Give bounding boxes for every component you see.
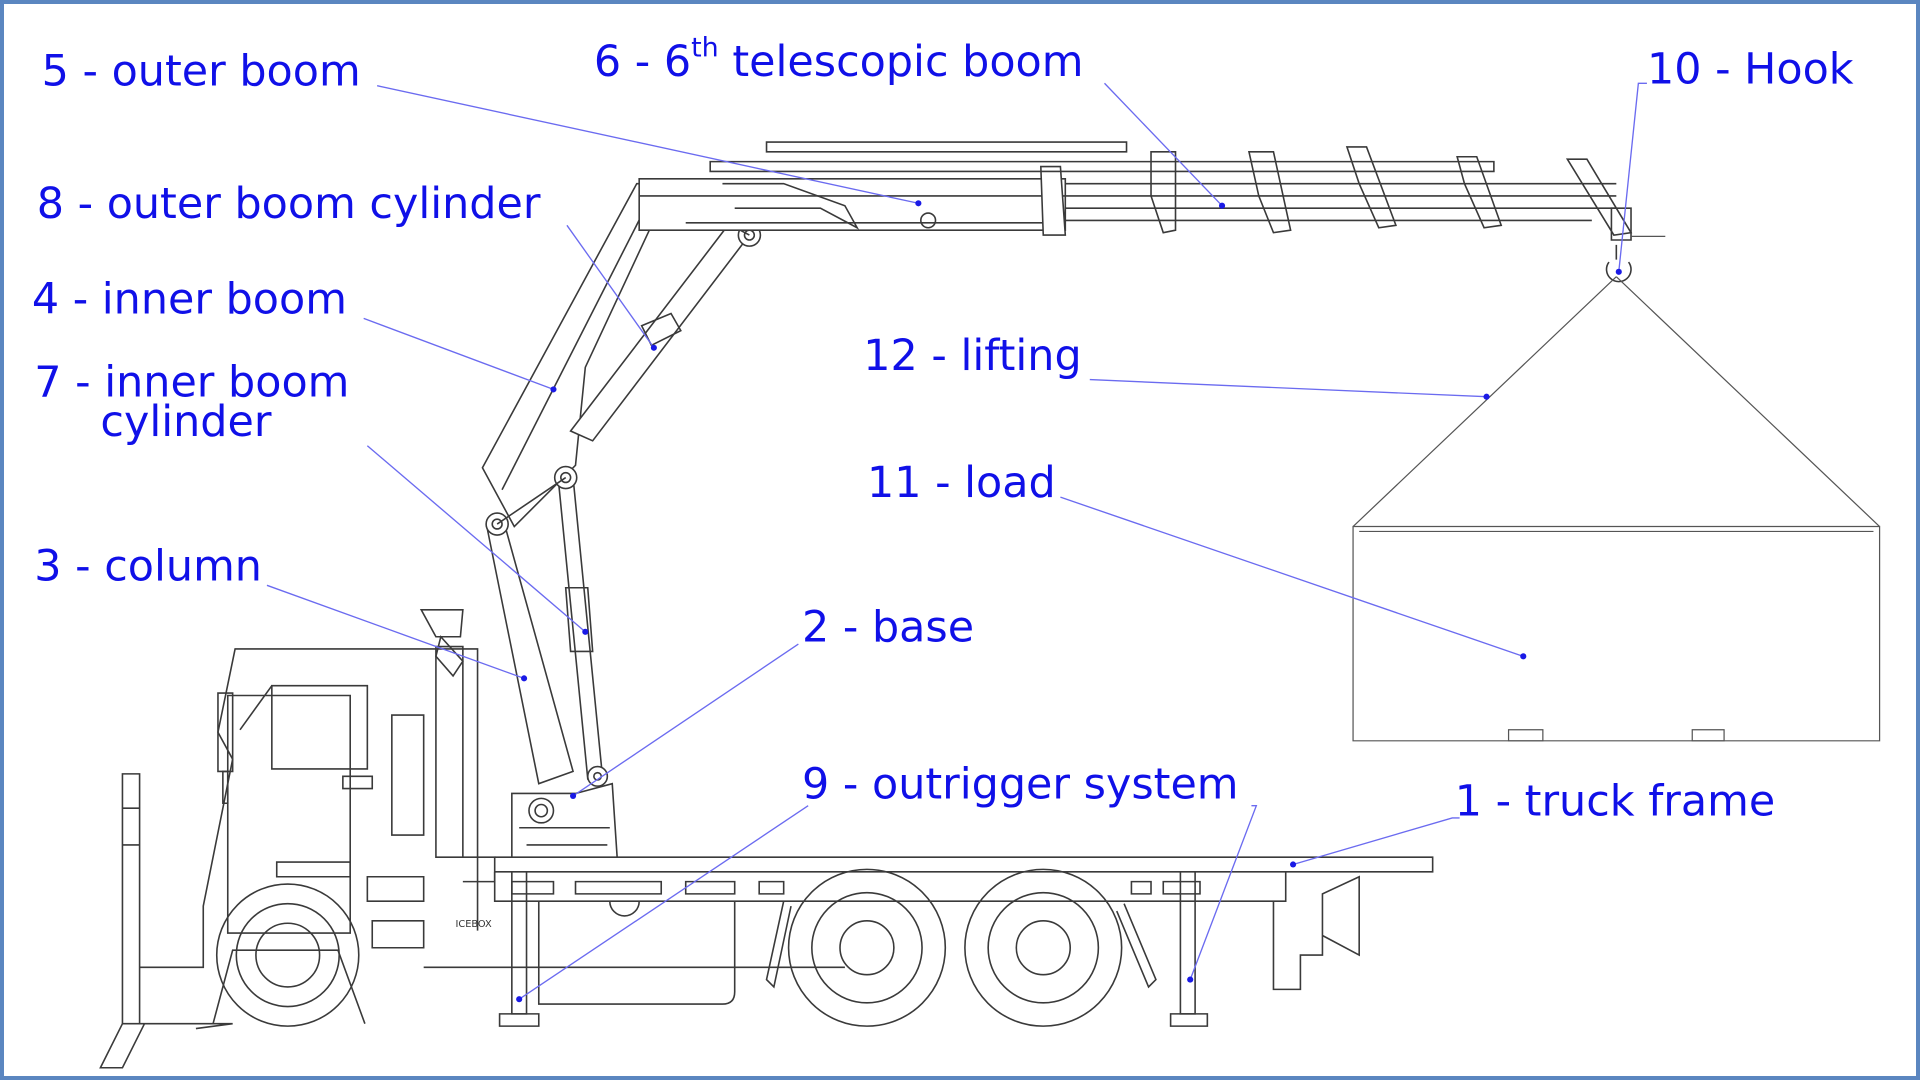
label-telescopic-boom-sup: th <box>691 32 719 63</box>
column <box>486 523 575 785</box>
label-telescopic-boom: 6 - 6th telescopic boom <box>594 32 1084 87</box>
label-column: 3 - column <box>34 541 262 591</box>
label-outrigger-system: 9 - outrigger system <box>802 759 1239 809</box>
inner-boom <box>481 182 673 528</box>
crane-drawing <box>481 141 1881 787</box>
label-outer-boom-cylinder: 8 - outer boom cylinder <box>37 179 541 229</box>
label-outer-boom: 5 - outer boom <box>42 47 361 97</box>
label-base: 2 - base <box>802 603 974 653</box>
truck-drawing: ICEBOX <box>99 609 1434 1069</box>
label-inner-boom-cylinder-line2: cylinder <box>100 397 271 447</box>
lifting-slings <box>1352 276 1881 527</box>
label-load: 11 - load <box>867 458 1056 508</box>
cab-window <box>271 684 369 770</box>
front-wheel <box>215 883 360 1027</box>
label-telescopic-boom-suffix: telescopic boom <box>719 37 1084 87</box>
rear-wheel-2 <box>964 868 1123 1027</box>
label-telescopic-boom-prefix: 6 - 6 <box>594 37 691 87</box>
label-hook: 10 - Hook <box>1647 44 1854 94</box>
load <box>1352 525 1881 742</box>
exhaust-stack <box>435 645 464 858</box>
crane-base <box>511 782 618 858</box>
leader-lines <box>266 82 1647 1003</box>
truck-marking: ICEBOX <box>456 919 493 930</box>
truck-cab <box>139 648 479 969</box>
label-inner-boom-cylinder-line1: 7 - inner boom <box>34 358 349 408</box>
mirror <box>217 692 234 773</box>
truck-frame-deck <box>494 856 1434 873</box>
cab-door <box>226 694 351 934</box>
rear-wheel-1 <box>787 868 947 1027</box>
front-bumper <box>121 773 141 1025</box>
fuel-tank <box>537 901 736 1005</box>
label-lifting: 12 - lifting <box>863 331 1081 381</box>
telescopic-boom <box>709 160 1495 173</box>
hook <box>1605 244 1632 283</box>
label-inner-boom: 4 - inner boom <box>32 274 347 324</box>
label-truck-frame: 1 - truck frame <box>1455 777 1776 827</box>
labels: 5 - outer boom 6 - 6th telescopic boom 1… <box>32 32 1854 826</box>
